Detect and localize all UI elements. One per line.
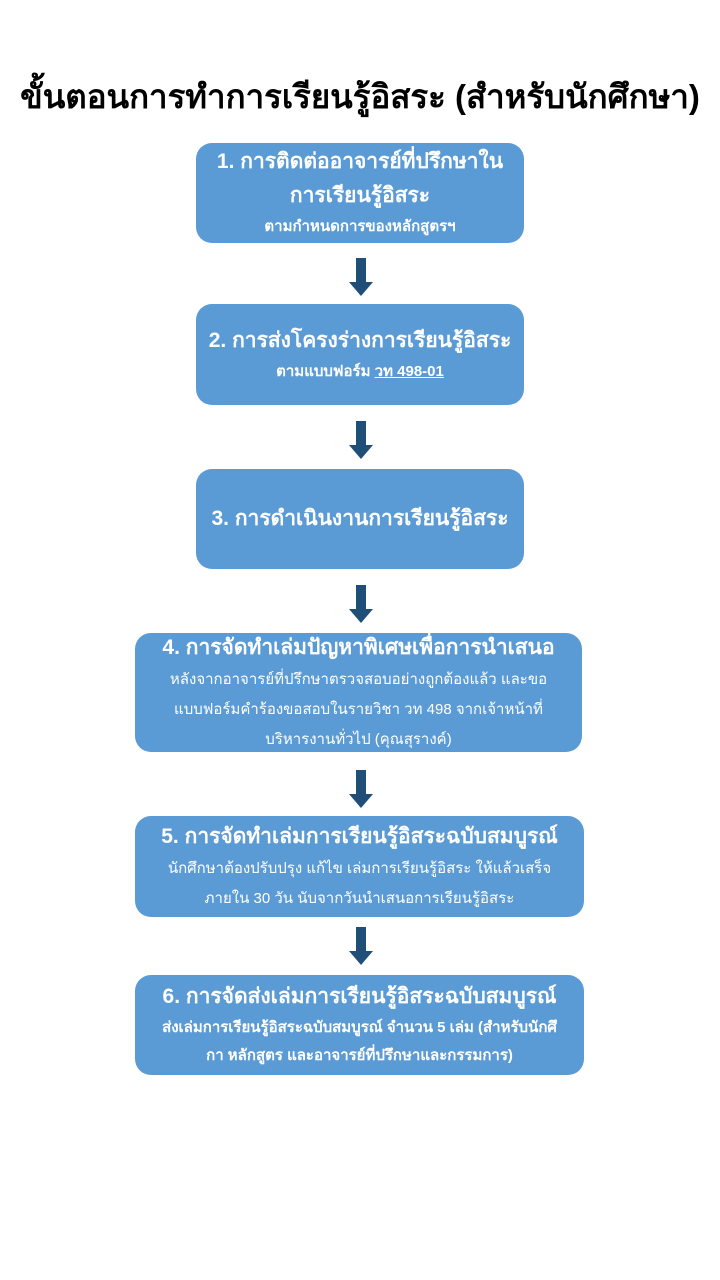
- step-1-heading-line2: การเรียนรู้อิสระ: [289, 184, 431, 207]
- step-6-detail-line: ส่งเล่มการเรียนรู้อิสระฉบับสมบูรณ์ จำนวน…: [162, 1019, 557, 1036]
- step-6-heading: 6. การจัดส่งเล่มการเรียนรู้อิสระฉบับสมบู…: [162, 985, 557, 1008]
- step-4-box: 4. การจัดทำเล่มปัญหาพิเศษเพื่อการนำเสนอ …: [135, 633, 582, 752]
- step-5-detail-line: นักศึกษาต้องปรับปรุง แก้ไข เล่มการเรียนร…: [167, 859, 552, 877]
- step-2-heading: 2. การส่งโครงร่างการเรียนรู้อิสระ: [208, 328, 512, 352]
- step-1-box: 1. การติดต่ออาจารย์ที่ปรึกษาใน การเรียนร…: [196, 143, 524, 243]
- down-arrow-icon: [349, 258, 373, 296]
- step-4-detail-line: แบบฟอร์มคำร้องขอสอบในรายวิชา วท 498 จากเ…: [174, 700, 543, 718]
- step-6-detail-line: กา หลักสูตร และอาจารย์ที่ปรึกษาและกรรมกา…: [206, 1047, 513, 1064]
- down-arrow-icon: [349, 927, 373, 965]
- step-5-detail-line: ภายใน 30 วัน นับจากวันนำเสนอการเรียนรู้อ…: [204, 889, 515, 907]
- step-2-detail: ตามแบบฟอร์ม วท 498-01: [276, 358, 444, 386]
- step-4-detail-line: หลังจากอาจารย์ที่ปรึกษาตรวจสอบอย่างถูกต้…: [169, 670, 548, 688]
- step-5-box: 5. การจัดทำเล่มการเรียนรู้อิสระฉบับสมบูร…: [135, 816, 584, 917]
- step-5-heading: 5. การจัดทำเล่มการเรียนรู้อิสระฉบับสมบูร…: [161, 824, 558, 848]
- step-2-box: 2. การส่งโครงร่างการเรียนรู้อิสระ ตามแบบ…: [196, 304, 524, 405]
- down-arrow-icon: [349, 770, 373, 808]
- down-arrow-icon: [349, 585, 373, 623]
- step-4-heading: 4. การจัดทำเล่มปัญหาพิเศษเพื่อการนำเสนอ: [162, 635, 555, 659]
- step-1-heading-line1: 1. การติดต่ออาจารย์ที่ปรึกษาใน: [216, 150, 504, 173]
- page-title: ขั้นตอนการทำการเรียนรู้อิสระ (สำหรับนักศ…: [20, 78, 700, 115]
- step-3-box: 3. การดำเนินงานการเรียนรู้อิสระ: [196, 469, 524, 569]
- step-6-box: 6. การจัดส่งเล่มการเรียนรู้อิสระฉบับสมบู…: [135, 975, 584, 1075]
- step-4-detail-line: บริหารงานทั่วไป (คุณสุรางค์): [265, 730, 452, 748]
- step-2-detail-prefix: ตามแบบฟอร์ม: [276, 362, 371, 380]
- step-1-detail: ตามกำหนดการของหลักสูตรฯ: [264, 218, 456, 235]
- down-arrow-icon: [349, 421, 373, 459]
- form-link[interactable]: วท 498-01: [374, 362, 444, 380]
- step-3-heading: 3. การดำเนินงานการเรียนรู้อิสระ: [211, 507, 509, 530]
